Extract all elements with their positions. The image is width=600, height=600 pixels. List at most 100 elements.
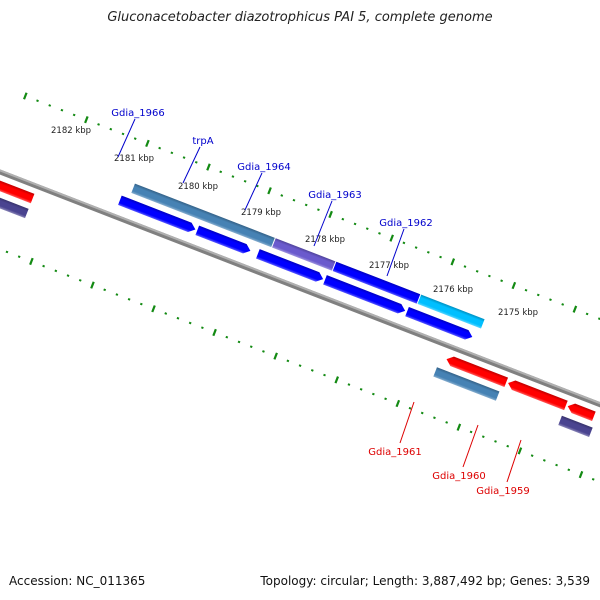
minor-tick [475,269,479,273]
gene-label[interactable]: trpA [192,136,213,147]
minor-tick [133,137,137,140]
gene-feature[interactable] [131,183,275,248]
gene-feature[interactable] [558,415,593,437]
minor-tick [542,459,546,462]
major-tick [29,257,34,266]
major-tick [90,281,95,289]
major-tick [578,470,584,479]
gene-shading [446,356,509,387]
minor-tick [585,312,589,316]
minor-tick [97,123,100,126]
minor-tick [359,387,363,391]
minor-tick [219,170,223,174]
minor-tick [286,359,290,363]
gene-feature[interactable] [332,261,421,304]
major-tick [145,139,150,148]
kbp-label: 2178 kbp [305,235,345,245]
gene-feature[interactable] [433,367,500,401]
gene-feature[interactable] [566,401,596,421]
minor-tick [194,160,198,164]
major-tick [328,210,333,219]
leader-line [117,118,136,158]
minor-tick [176,316,180,320]
minor-tick [36,99,39,103]
gene-shading [256,249,324,282]
kbp-label: 2175 kbp [498,308,538,318]
minor-tick [488,274,491,278]
major-tick [23,92,28,100]
minor-tick [567,468,571,472]
minor-tick [323,373,326,377]
gene-label[interactable]: Gdia_1963 [308,190,361,201]
linear-track [0,92,600,481]
minor-tick [5,250,9,254]
minor-tick [341,217,345,221]
leader-line [506,439,522,483]
gene-shading [131,183,275,248]
leader-line [182,146,201,184]
gene-feature[interactable] [417,294,485,329]
minor-tick [103,288,107,292]
minor-tick [231,175,235,178]
gene-label[interactable]: Gdia_1964 [237,162,290,173]
minor-tick [402,241,406,245]
minor-tick [317,208,320,212]
minor-tick [524,288,528,292]
map-title: Gluconacetobacter diazotrophicus PAI 5, … [107,10,493,25]
gene-shading [118,195,196,233]
minor-tick [530,454,534,457]
gene-label[interactable]: Gdia_1960 [432,471,485,482]
gene-shading [558,415,593,437]
major-tick [212,328,217,337]
gene-shading [508,380,568,411]
minor-tick [469,430,473,434]
minor-tick [408,406,412,410]
minor-tick [561,303,565,306]
leader-line [386,228,405,277]
gene-label[interactable]: Gdia_1962 [379,218,432,229]
gene-shading [0,157,35,204]
gene-feature[interactable] [272,238,336,271]
backbone [0,133,600,464]
gene-shading [272,238,336,271]
minor-tick [243,179,247,183]
minor-tick [463,265,467,268]
minor-tick [481,435,485,439]
gene-shading [332,261,421,304]
minor-tick [17,255,21,258]
gene-feature[interactable] [118,195,197,235]
gene-feature[interactable] [506,378,568,411]
minor-tick [445,421,449,424]
major-tick [389,234,394,242]
minor-tick [378,232,381,235]
kbp-label: 2176 kbp [433,285,473,295]
backbone-highlight [0,133,600,461]
minor-tick [115,293,119,296]
gene-feature[interactable] [0,157,35,204]
genome-summary: Topology: circular; Length: 3,887,492 bp… [260,574,590,588]
gene-shading [567,403,596,421]
gene-feature[interactable] [323,275,407,315]
major-tick [517,447,523,455]
gene-feature[interactable] [445,354,509,387]
leader-line [462,424,479,468]
kbp-label: 2181 kbp [114,154,154,164]
minor-tick [494,440,497,443]
minor-tick [500,279,504,283]
minor-tick [292,198,296,202]
minor-tick [597,317,600,320]
gene-label[interactable]: Gdia_1966 [111,108,164,119]
minor-tick [237,340,241,344]
ruler-ticks [5,92,600,481]
major-tick [456,423,462,431]
gene-feature[interactable] [195,225,252,256]
gene-label[interactable]: Gdia_1959 [476,486,529,497]
gene-feature[interactable] [256,249,325,284]
major-tick [395,399,401,408]
gene-feature[interactable] [0,172,29,219]
gene-label[interactable]: Gdia_1961 [368,447,421,458]
kbp-label: 2177 kbp [369,261,409,271]
gene-feature[interactable] [405,306,474,342]
